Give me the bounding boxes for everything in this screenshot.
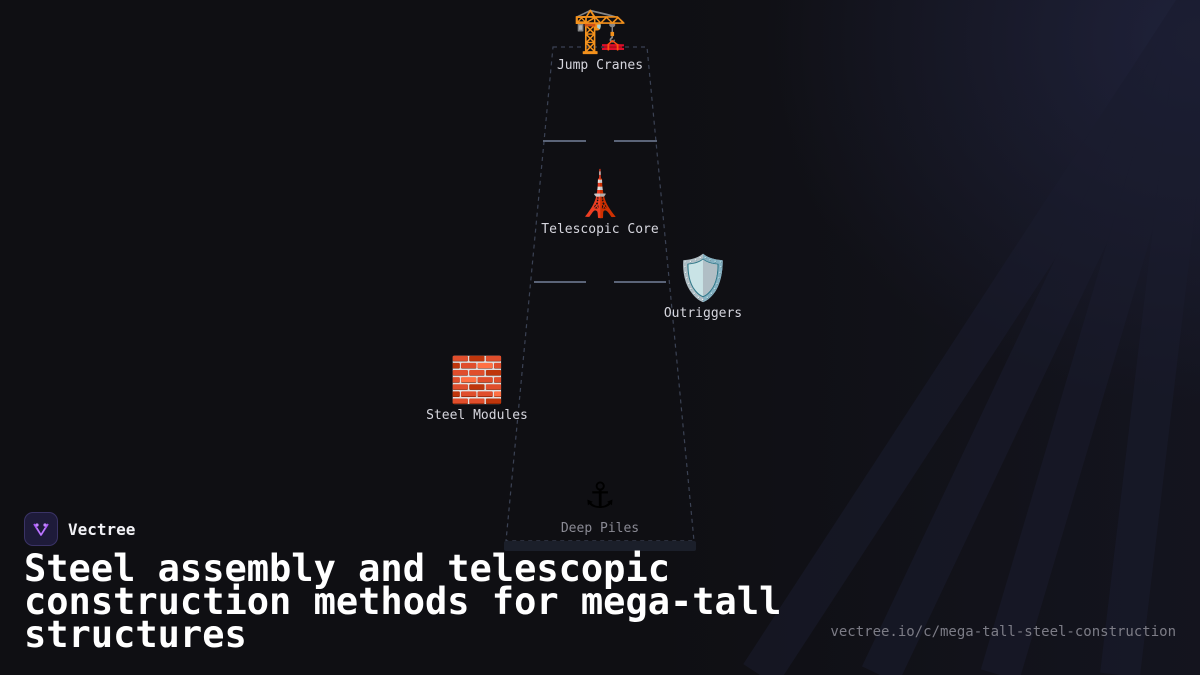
node-jump-cranes: 🏗️ Jump Cranes [520,5,680,74]
shield-icon: 🛡️ [675,253,731,304]
background-rays [640,0,1200,675]
node-label: Outriggers [663,306,743,321]
page-title: Steel assembly and telescopic constructi… [24,547,782,656]
node-label: Steel Modules [426,408,528,423]
brand-name: Vectree [68,519,136,539]
vectree-logo-icon [24,512,58,546]
node-label: Deep Piles [560,521,640,536]
node-label: Telescopic Core [541,222,659,237]
node-telescopic-core: 🗼 Telescopic Core [520,169,680,238]
tower-icon: 🗼 [572,169,628,220]
source-url: vectree.io/c/mega-tall-steel-constructio… [830,624,1176,640]
brick-icon: 🧱 [449,355,505,406]
brand: Vectree [24,512,135,546]
construction-crane-icon: 🏗️ [572,5,628,56]
node-label: Jump Cranes [556,58,644,73]
node-steel-modules: 🧱 Steel Modules [397,355,557,424]
node-outriggers: 🛡️ Outriggers [623,253,783,322]
tower-base [504,541,696,551]
anchor-icon: ⚓ [586,468,614,519]
node-deep-piles: ⚓ Deep Piles [520,468,680,537]
